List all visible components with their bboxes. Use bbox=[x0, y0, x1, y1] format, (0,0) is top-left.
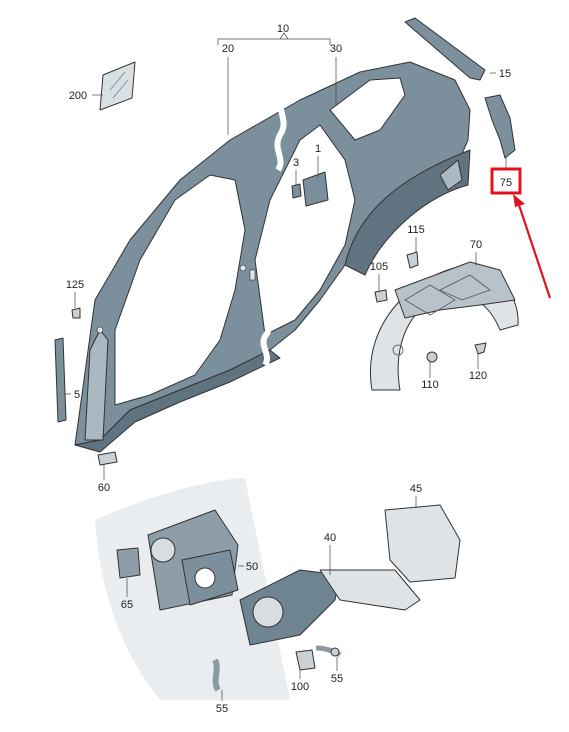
highlight-arrow bbox=[516, 201, 552, 299]
label-70: 70 bbox=[470, 239, 482, 251]
label-120: 120 bbox=[469, 370, 487, 382]
label-10: 10 bbox=[277, 23, 289, 35]
vertical-strip-part bbox=[54, 337, 67, 423]
fastener-110 bbox=[426, 351, 438, 363]
label-60: 60 bbox=[98, 482, 110, 494]
label-110: 110 bbox=[421, 379, 439, 391]
label-3: 3 bbox=[293, 157, 299, 169]
label-45: 45 bbox=[410, 483, 422, 495]
label-200: 200 bbox=[69, 90, 87, 102]
label-1: 1 bbox=[315, 143, 321, 155]
clip-part-3 bbox=[291, 183, 302, 199]
label-105: 105 bbox=[370, 261, 388, 273]
reinforcement-strip-part bbox=[404, 17, 486, 81]
label-50: 50 bbox=[246, 561, 258, 573]
fastener-125 bbox=[71, 307, 81, 319]
callouts: 10 20 30 200 15 3 1 75 115 70 105 125 5 … bbox=[65, 23, 552, 715]
side-panel-assembly bbox=[74, 61, 471, 453]
fastener-115 bbox=[406, 251, 419, 269]
label-55-left: 55 bbox=[216, 703, 228, 715]
label-125: 125 bbox=[66, 279, 84, 291]
arrow-head-icon bbox=[513, 194, 525, 207]
bracket-part-60 bbox=[97, 451, 118, 466]
label-30: 30 bbox=[330, 43, 342, 55]
label-65: 65 bbox=[121, 599, 133, 611]
label-55-right: 55 bbox=[331, 673, 343, 685]
label-100: 100 bbox=[291, 681, 309, 693]
fuel-filler-assembly bbox=[95, 478, 461, 700]
wheel-housing-liner bbox=[370, 261, 519, 391]
bracket-part bbox=[484, 94, 516, 159]
label-5: 5 bbox=[74, 389, 80, 401]
window-glass-part bbox=[99, 61, 136, 111]
fastener-105 bbox=[374, 289, 388, 303]
label-115: 115 bbox=[407, 224, 425, 236]
label-75: 75 bbox=[500, 177, 512, 189]
fastener-120 bbox=[474, 342, 487, 355]
label-20: 20 bbox=[222, 43, 234, 55]
label-15: 15 bbox=[499, 68, 511, 80]
label-40: 40 bbox=[324, 532, 336, 544]
